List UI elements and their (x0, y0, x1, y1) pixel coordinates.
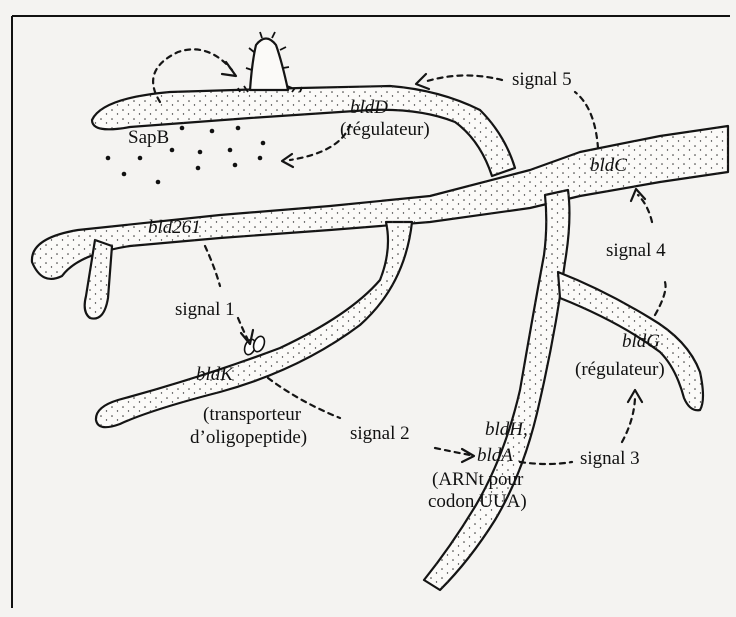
arrow-head-sapb-to-aerial (222, 62, 236, 76)
label-signal3: signal 3 (580, 449, 640, 469)
label-bldD: bldD (350, 98, 388, 118)
label-bld261: bld261 (148, 218, 201, 238)
label-bldD-role: (régulateur) (340, 120, 430, 140)
label-bldG-role: (régulateur) (575, 360, 665, 380)
aerial-hypha (250, 39, 288, 91)
label-signal1: signal 1 (175, 300, 235, 320)
label-bldC: bldC (590, 156, 627, 176)
label-bldA-role-2: codon UUA) (428, 492, 527, 512)
label-signal2: signal 2 (350, 424, 410, 444)
label-bldK: bldK (196, 365, 233, 385)
label-bldG: bldG (622, 332, 660, 352)
label-signal4: signal 4 (606, 241, 666, 261)
label-sapb: SapB (128, 128, 169, 148)
label-bldA-role-1: (ARNt pour (432, 470, 523, 490)
label-bldH: bldH, (485, 420, 528, 440)
label-signal5: signal 5 (512, 70, 572, 90)
arrow-signal1 (205, 246, 248, 340)
label-bldK-role-1: (transporteur (203, 405, 301, 425)
label-bldK-role-2: d’oligopeptide) (190, 428, 307, 448)
label-bldA: bldA (477, 446, 513, 466)
